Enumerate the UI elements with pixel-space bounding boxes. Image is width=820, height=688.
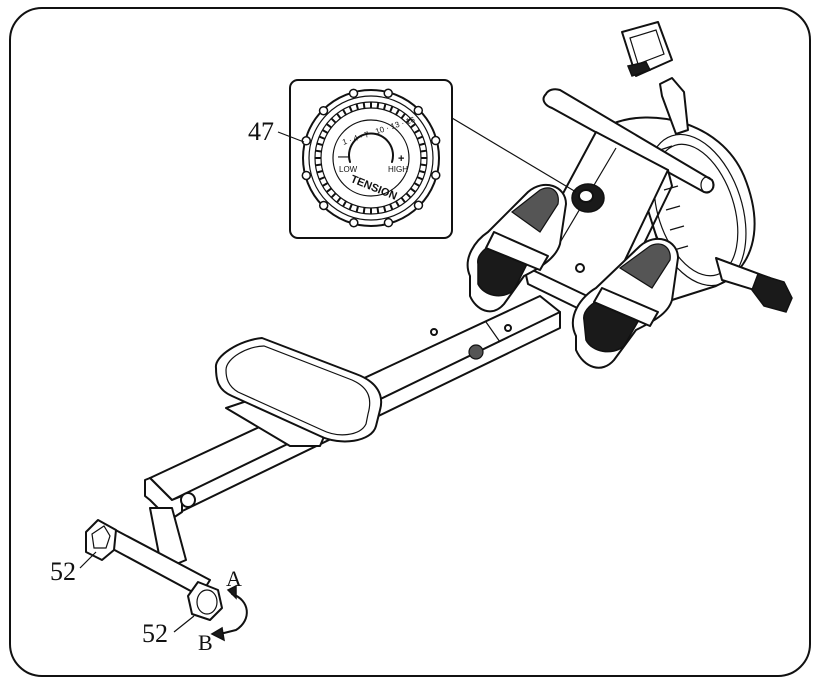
dial-ridge <box>330 192 337 199</box>
dial-ridge <box>416 176 424 181</box>
monitor-console <box>621 21 689 135</box>
dial-ridge <box>315 149 322 153</box>
tension-knob <box>571 183 605 213</box>
rotation-arrow: A B <box>198 566 248 655</box>
dial-ridge <box>318 135 326 140</box>
dial-ridge <box>420 149 427 153</box>
dial-ridge <box>382 206 387 213</box>
dial-ridge <box>362 207 366 214</box>
dial-ridge <box>325 123 332 129</box>
dial-ridge <box>325 187 332 193</box>
dial-bump <box>318 200 329 211</box>
dial-high-label: HIGH <box>388 165 408 174</box>
footplate-left <box>466 183 567 313</box>
dial-ridge <box>330 117 337 124</box>
dial-ridge <box>389 105 394 113</box>
dial-ridge <box>322 182 329 187</box>
callout-47: 47 <box>248 117 274 146</box>
dial-ridge <box>389 203 394 211</box>
dial-ridge <box>413 182 420 187</box>
dial-ridge <box>420 163 427 167</box>
zoom-leader-line <box>451 117 577 193</box>
dial-minus-sign: — <box>338 151 349 163</box>
dial-ridge <box>336 197 342 204</box>
callout-52-right-leader <box>173 615 195 633</box>
rotation-label-b: B <box>198 630 213 655</box>
foot-cap-right <box>187 581 223 621</box>
dial-ridge <box>315 163 322 167</box>
dial-ridge <box>416 135 424 140</box>
dial-ridge <box>376 207 380 214</box>
dial-ridge <box>405 192 412 199</box>
dial-bump <box>318 105 329 116</box>
dial-ridge <box>410 187 417 193</box>
dial-ridge <box>348 105 353 113</box>
dial-bump <box>430 170 441 180</box>
dial-ridge <box>405 117 412 124</box>
dial-ridge <box>355 103 360 110</box>
dial-ridge <box>376 102 380 109</box>
dial-ridge <box>413 129 420 134</box>
handlebar <box>542 88 715 194</box>
dial-grip-ridges <box>315 102 427 214</box>
dial-ridge <box>362 102 366 109</box>
foot-cap-left <box>85 519 117 561</box>
dial-plus-sign: + <box>398 153 404 165</box>
dial-bump <box>348 88 359 99</box>
dial-bump <box>301 170 312 181</box>
dial-ridge <box>348 203 353 211</box>
tension-dial: 1 · 4 · 7 · 10 · 13 · 16 LOW HIGH — + TE… <box>301 88 441 228</box>
dial-bump <box>413 200 424 211</box>
callout-52-right: 52 <box>142 619 168 648</box>
callout-52-left: 52 <box>50 557 76 586</box>
dial-ridge <box>410 123 417 129</box>
callout-52-left-leader <box>79 551 97 569</box>
dial-bump <box>349 217 359 228</box>
front-stabilizer <box>85 519 223 621</box>
dial-outer-bumps <box>301 88 441 228</box>
zoom-inset: 1 · 4 · 7 · 10 · 13 · 16 LOW HIGH — + TE… <box>277 79 453 239</box>
dial-bump <box>383 217 394 228</box>
dial-bump <box>413 105 424 116</box>
dial-ridge <box>316 169 323 174</box>
dial-ridge <box>342 200 347 207</box>
dial-ridge <box>336 112 342 119</box>
seat <box>214 337 383 447</box>
callout-47-leader <box>277 131 305 143</box>
rotation-label-a: A <box>226 566 242 591</box>
dial-low-label: LOW <box>339 165 358 174</box>
dial-ridge <box>400 197 406 204</box>
dial-bump <box>301 136 312 146</box>
dial-ridge <box>419 142 426 147</box>
dial-ridge <box>382 103 387 110</box>
dial-ridge <box>419 169 426 174</box>
dial-ridge <box>355 206 360 213</box>
diagram-frame <box>9 7 811 677</box>
dial-ridge <box>322 129 329 134</box>
dial-bump <box>383 88 393 99</box>
footplate-right <box>571 237 679 369</box>
dial-ridge <box>316 142 323 147</box>
dial-ridge <box>395 200 400 207</box>
dial-ridge <box>400 112 406 119</box>
dial-arc-arrow <box>348 132 394 163</box>
dial-ridge <box>318 176 326 181</box>
dial-bump <box>430 135 441 146</box>
dial-ridge <box>395 109 400 116</box>
dial-ridge <box>342 109 347 116</box>
